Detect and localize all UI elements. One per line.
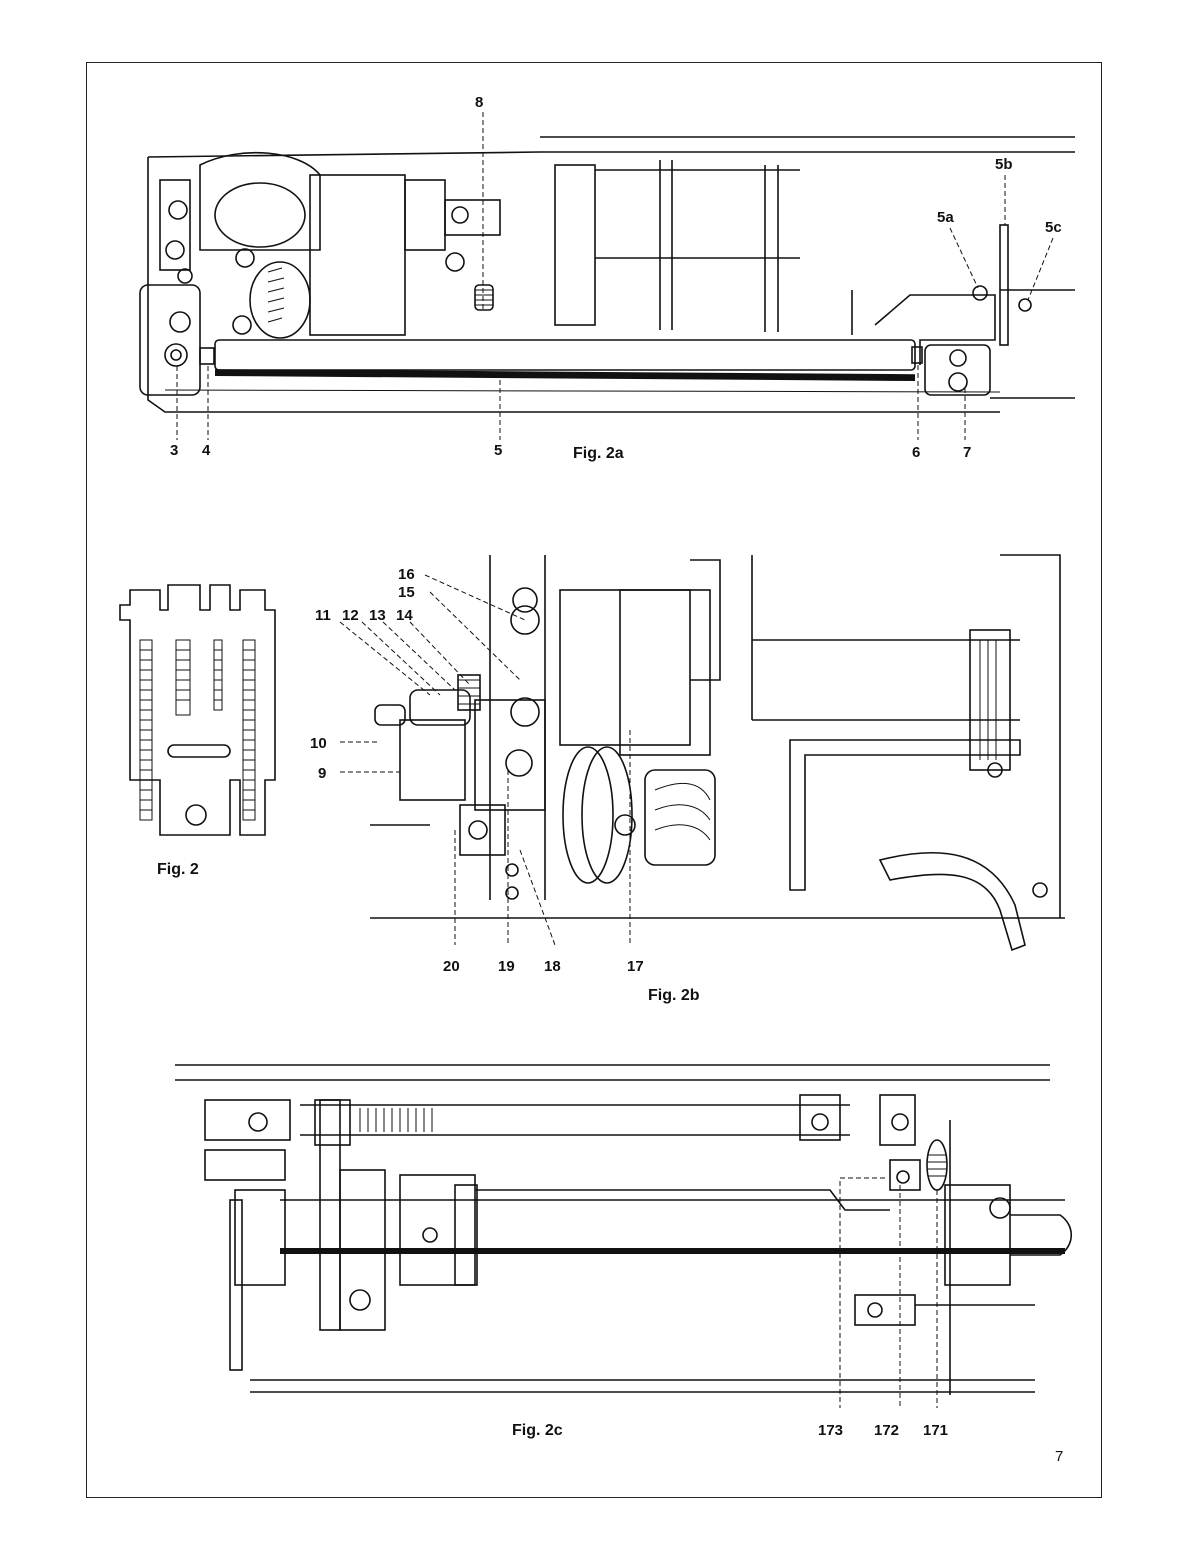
fig-2b-drawing [339, 554, 1065, 952]
callout-11: 11 [315, 607, 331, 624]
callout-172: 172 [874, 1422, 900, 1439]
fig-2c-drawing [175, 1064, 1073, 1408]
callout-15: 15 [398, 584, 415, 601]
callout-6: 6 [912, 444, 921, 461]
callout-5b: 5b [995, 156, 1013, 173]
callout-14: 14 [396, 607, 413, 624]
callout-20: 20 [443, 958, 460, 975]
feed-dog-hatching [140, 649, 255, 811]
fig-2a-drawing [139, 112, 1075, 440]
callout-16: 16 [398, 566, 415, 583]
figure-caption-2: Fig. 2 [157, 861, 199, 878]
fig-2-drawing [119, 584, 276, 836]
callout-5a: 5a [937, 209, 954, 226]
callout-5c: 5c [1045, 219, 1062, 236]
page-frame [86, 62, 1102, 1498]
callout-173: 173 [818, 1422, 844, 1439]
callout-5: 5 [494, 442, 503, 459]
callout-7: 7 [963, 444, 972, 461]
figure-caption-2c: Fig. 2c [512, 1422, 563, 1439]
page-number: 7 [1055, 1448, 1064, 1465]
callout-18: 18 [544, 958, 561, 975]
figure-caption-2a: Fig. 2a [573, 445, 624, 462]
callout-4: 4 [202, 442, 211, 459]
callout-10: 10 [310, 735, 327, 752]
callout-17: 17 [627, 958, 644, 975]
callout-19: 19 [498, 958, 515, 975]
callout-12: 12 [342, 607, 359, 624]
callout-3: 3 [170, 442, 179, 459]
callout-8: 8 [475, 94, 484, 111]
callout-9: 9 [318, 765, 327, 782]
figure-caption-2b: Fig. 2b [648, 987, 700, 1004]
callout-171: 171 [923, 1422, 949, 1439]
callout-13: 13 [369, 607, 386, 624]
